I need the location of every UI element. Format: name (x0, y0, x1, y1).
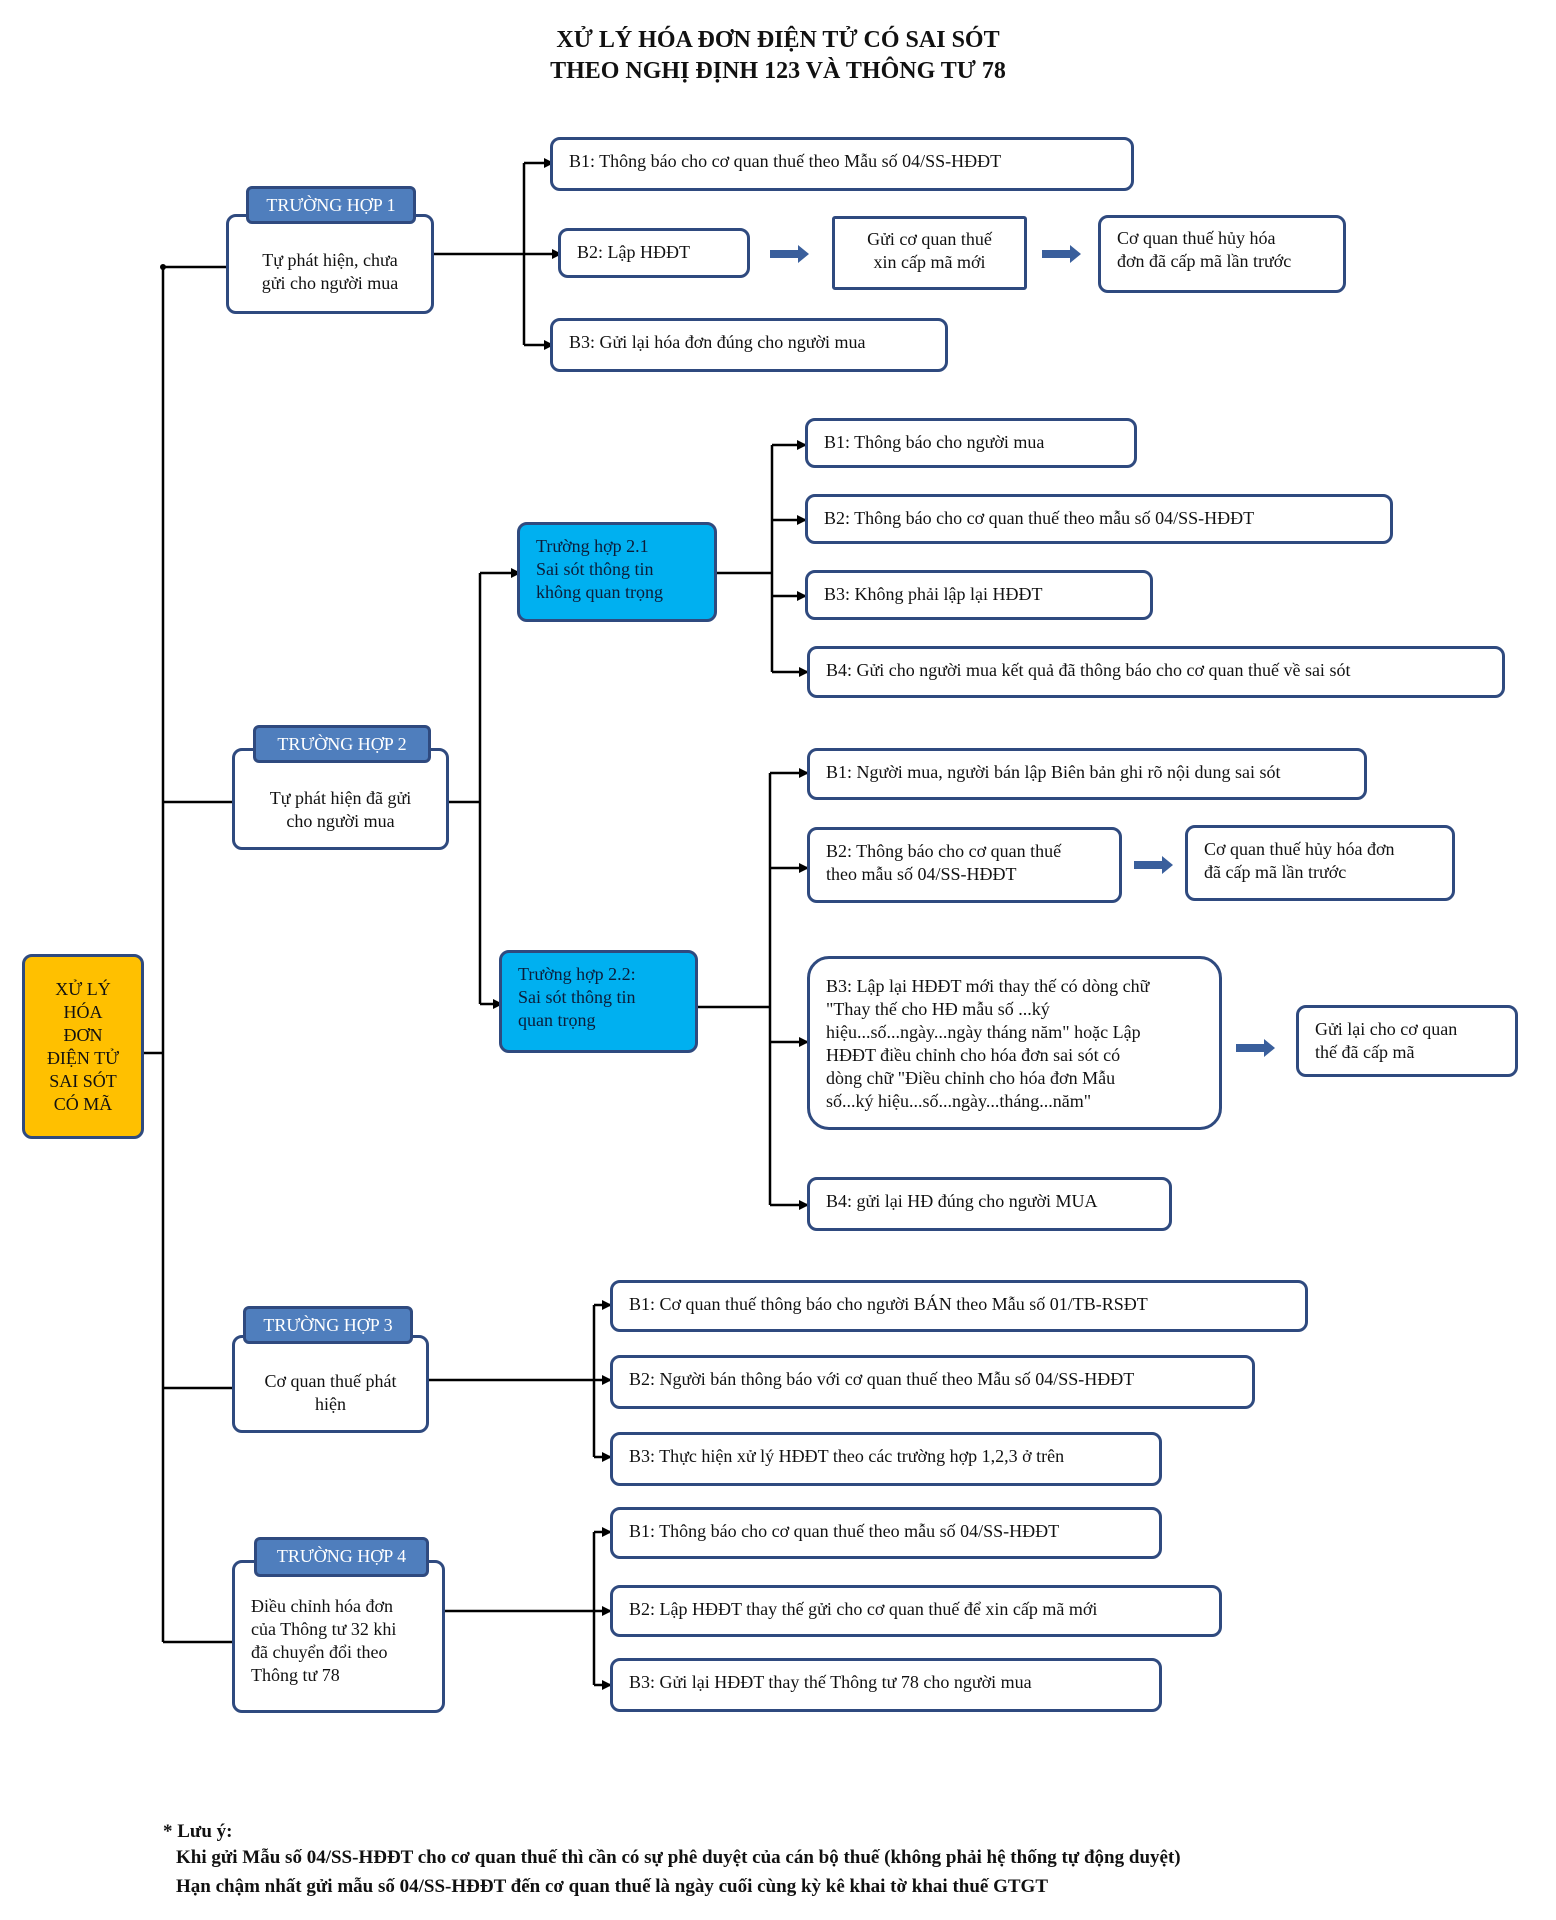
page-title-line1: XỬ LÝ HÓA ĐƠN ĐIỆN TỬ CÓ SAI SÓT (556, 27, 1000, 53)
case1-step-b1: B1: Thông báo cho cơ quan thuế theo Mẫu … (550, 137, 1134, 191)
case4-step-b3: B3: Gửi lại HĐĐT thay thế Thông tư 78 ch… (610, 1658, 1162, 1712)
case3-step-b2: B2: Người bán thông báo với cơ quan thuế… (610, 1355, 1255, 1409)
arrow-right-icon (1134, 856, 1173, 874)
case2-1-box: Trường hợp 2.1 Sai sót thông tin không q… (517, 522, 717, 622)
case1-cancel-box: Cơ quan thuế hủy hóa đơn đã cấp mã lần t… (1098, 215, 1346, 293)
note-line1: Khi gửi Mẫu số 04/SS-HĐĐT cho cơ quan th… (176, 1847, 1181, 1868)
case4-box: Điều chỉnh hóa đơn của Thông tư 32 khi đ… (232, 1560, 445, 1713)
arrow-right-icon (770, 245, 809, 263)
case2-2-step-b2: B2: Thông báo cho cơ quan thuế theo mẫu … (807, 827, 1122, 903)
case2-1-step-b1: B1: Thông báo cho người mua (805, 418, 1137, 468)
case2-2-resend-box: Gửi lại cho cơ quan thế đã cấp mã (1296, 1005, 1518, 1077)
arrow-right-icon (1236, 1039, 1275, 1057)
case3-step-b1: B1: Cơ quan thuế thông báo cho người BÁN… (610, 1280, 1308, 1332)
case4-step-b1: B1: Thông báo cho cơ quan thuế theo mẫu … (610, 1507, 1162, 1559)
case1-step-b3: B3: Gửi lại hóa đơn đúng cho người mua (550, 318, 948, 372)
case2-2-step-b1: B1: Người mua, người bán lập Biên bản gh… (807, 748, 1367, 800)
arrow-right-icon (1042, 245, 1081, 263)
case2-2-box: Trường hợp 2.2: Sai sót thông tin quan t… (499, 950, 698, 1053)
case3-box: Cơ quan thuế phát hiện (232, 1335, 429, 1433)
page-title-line2: THEO NGHỊ ĐỊNH 123 VÀ THÔNG TƯ 78 (550, 58, 1006, 84)
case1-request-code-box: Gửi cơ quan thuế xin cấp mã mới (832, 216, 1027, 290)
root-box: XỬ LÝ HÓA ĐƠN ĐIỆN TỬ SAI SÓT CÓ MÃ (22, 954, 144, 1139)
case2-1-step-b4: B4: Gửi cho người mua kết quả đã thông b… (807, 646, 1505, 698)
case3-badge: TRƯỜNG HỢP 3 (243, 1306, 413, 1344)
case2-2-step-b3: B3: Lập lại HĐĐT mới thay thế có dòng ch… (807, 956, 1222, 1130)
case4-step-b2: B2: Lập HĐĐT thay thế gửi cho cơ quan th… (610, 1585, 1222, 1637)
case2-2-step-b4: B4: gửi lại HĐ đúng cho người MUA (807, 1177, 1172, 1231)
case4-badge: TRƯỜNG HỢP 4 (254, 1537, 429, 1577)
note-heading: * Lưu ý: (163, 1821, 233, 1842)
case2-badge: TRƯỜNG HỢP 2 (253, 725, 431, 763)
case2-2-cancel-box: Cơ quan thuế hủy hóa đơn đã cấp mã lần t… (1185, 825, 1455, 901)
case2-1-step-b2: B2: Thông báo cho cơ quan thuế theo mẫu … (805, 494, 1393, 544)
case1-badge: TRƯỜNG HỢP 1 (246, 186, 416, 224)
case2-box: Tự phát hiện đã gửi cho người mua (232, 748, 449, 850)
case1-box: Tự phát hiện, chưa gửi cho người mua (226, 214, 434, 314)
note-line2: Hạn chậm nhất gửi mẫu số 04/SS-HĐĐT đến … (176, 1876, 1048, 1897)
case2-1-step-b3: B3: Không phải lập lại HĐĐT (805, 570, 1153, 620)
case3-step-b3: B3: Thực hiện xử lý HĐĐT theo các trường… (610, 1432, 1162, 1486)
case1-step-b2: B2: Lập HĐĐT (558, 228, 750, 278)
